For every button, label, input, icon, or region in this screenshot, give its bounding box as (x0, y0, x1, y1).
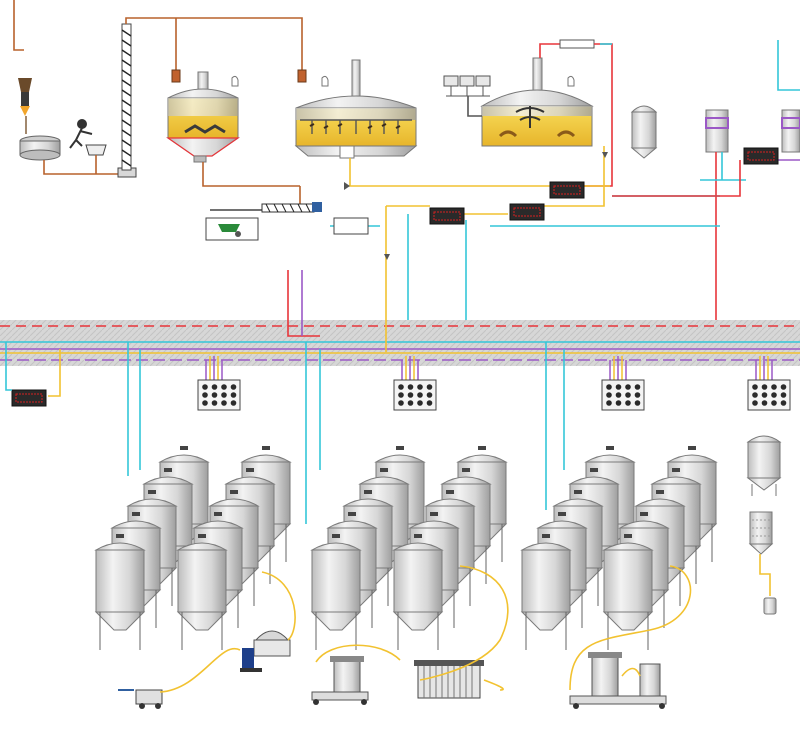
lauter-tun-icon (294, 59, 418, 159)
plate-filter-icon (414, 660, 484, 699)
brew-kettle-icon (480, 57, 594, 147)
fermenter-group (310, 446, 508, 650)
valve-manifold-icon (197, 356, 241, 411)
controller-display-icon (743, 147, 779, 165)
malt-hopper-icon (18, 78, 32, 92)
fermentation-cellar (94, 446, 718, 650)
fermentation-tank-icon (94, 534, 146, 650)
valve-manifold-icon (393, 356, 437, 411)
hop-dosing-icon (443, 75, 491, 117)
controller-display-icon (549, 181, 585, 199)
hot-water-tank-icon (630, 105, 658, 159)
distribution-drops (5, 342, 565, 524)
grain-mill-icon (19, 135, 61, 161)
valve-manifold-icon (747, 356, 791, 411)
centrifuge-icon (240, 630, 291, 672)
malt-auger-icon (121, 23, 132, 171)
filter-housing-icon (311, 656, 369, 705)
fermentation-tank-icon (176, 534, 228, 650)
kieselguhr-filter-icon (569, 652, 667, 709)
control-panels (11, 147, 779, 407)
fermentation-tank-icon (392, 534, 444, 650)
fermenter-group (94, 446, 292, 650)
keg-icon (763, 597, 777, 615)
beer-transfer-hoses (159, 565, 692, 693)
fermenter-group (520, 446, 718, 650)
fermentation-tank-icon (310, 534, 362, 650)
grain-conveyor-icon (261, 202, 322, 213)
spent-grain-cart-icon (205, 217, 259, 241)
mash-tun-icon (166, 71, 240, 163)
operator-icon (69, 119, 93, 149)
valve-manifolds (197, 356, 791, 411)
controller-display-icon (11, 389, 47, 407)
cold-liquor-tank-icon (705, 109, 800, 153)
yeast-propagation-icon (746, 435, 782, 596)
fermentation-tank-icon (520, 534, 572, 650)
utility-service-band (0, 320, 800, 366)
controller-display-icon (509, 203, 545, 221)
valve-manifold-icon (601, 356, 645, 411)
malt-handling (13, 0, 307, 178)
transfer-pump-icon (118, 689, 163, 709)
fermentation-tank-icon (602, 534, 654, 650)
controller-display-icon (429, 207, 465, 225)
